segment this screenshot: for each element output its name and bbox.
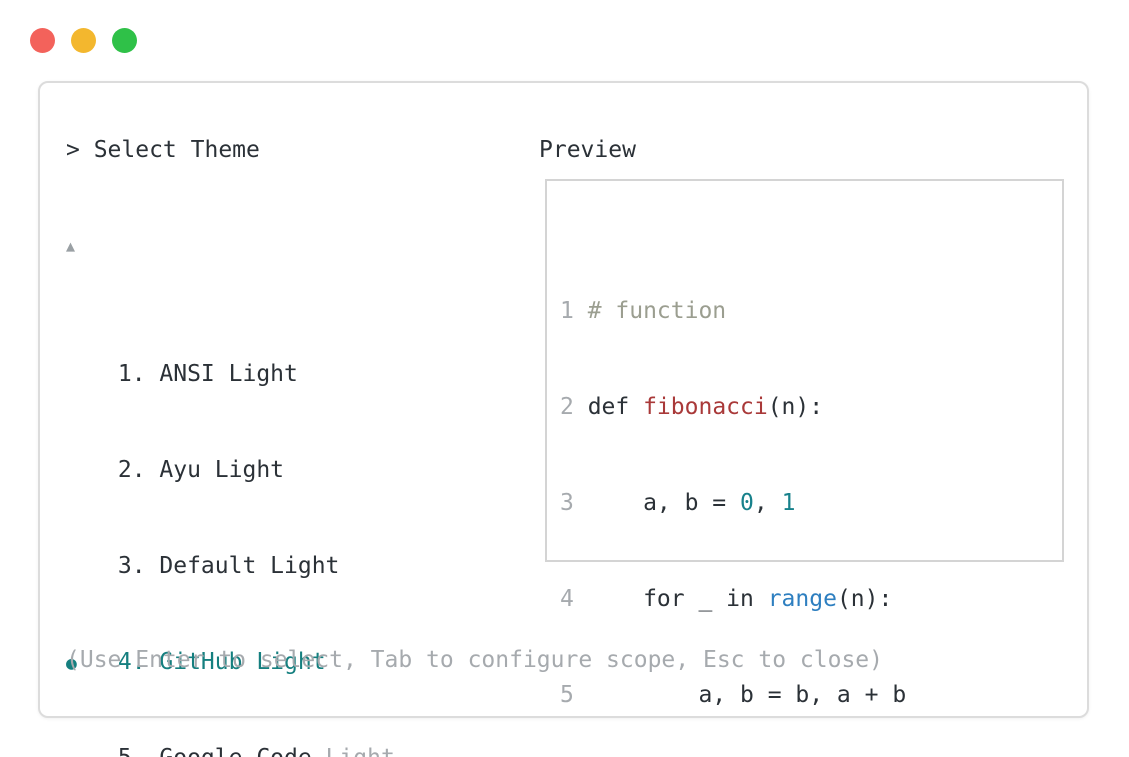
dialog-title: > Select Theme [66,137,260,163]
preview-label: Preview [539,137,636,163]
close-button[interactable] [30,28,55,53]
line-number: 1 [560,298,574,324]
code-line: 5 a, b = b, a + b [560,679,953,711]
scroll-up-icon[interactable]: ▲ [66,237,76,255]
line-number: 5 [560,682,574,708]
selected-bullet-icon: ● [66,653,77,674]
theme-list: ▲ 1.ANSI Light 2.Ayu Light 3.Default Lig… [66,166,395,757]
code-line: 4 for _ in range(n): [560,583,953,615]
theme-list-item[interactable]: 1.ANSI Light [104,361,298,387]
line-number: 3 [560,490,574,516]
theme-list-item[interactable]: 2.Ayu Light [104,457,285,483]
theme-list-item[interactable]: 5.Google CodeLight [66,742,395,757]
window-controls [30,28,137,53]
theme-list-item[interactable]: 3.Default Light [104,553,340,579]
minimize-button[interactable] [71,28,96,53]
line-number: 2 [560,394,574,420]
theme-picker-dialog: > Select Theme Preview ▲ 1.ANSI Light 2.… [38,81,1089,757]
theme-list-item-selected[interactable]: ● 4.GitHub Light [66,646,395,678]
code-line: 1# function [560,295,953,327]
zoom-button[interactable] [112,28,137,53]
code-line: 3 a, b = 0, 1 [560,487,953,519]
help-text: (Use Enter to select, Tab to configure s… [66,647,883,673]
line-number: 4 [560,586,574,612]
